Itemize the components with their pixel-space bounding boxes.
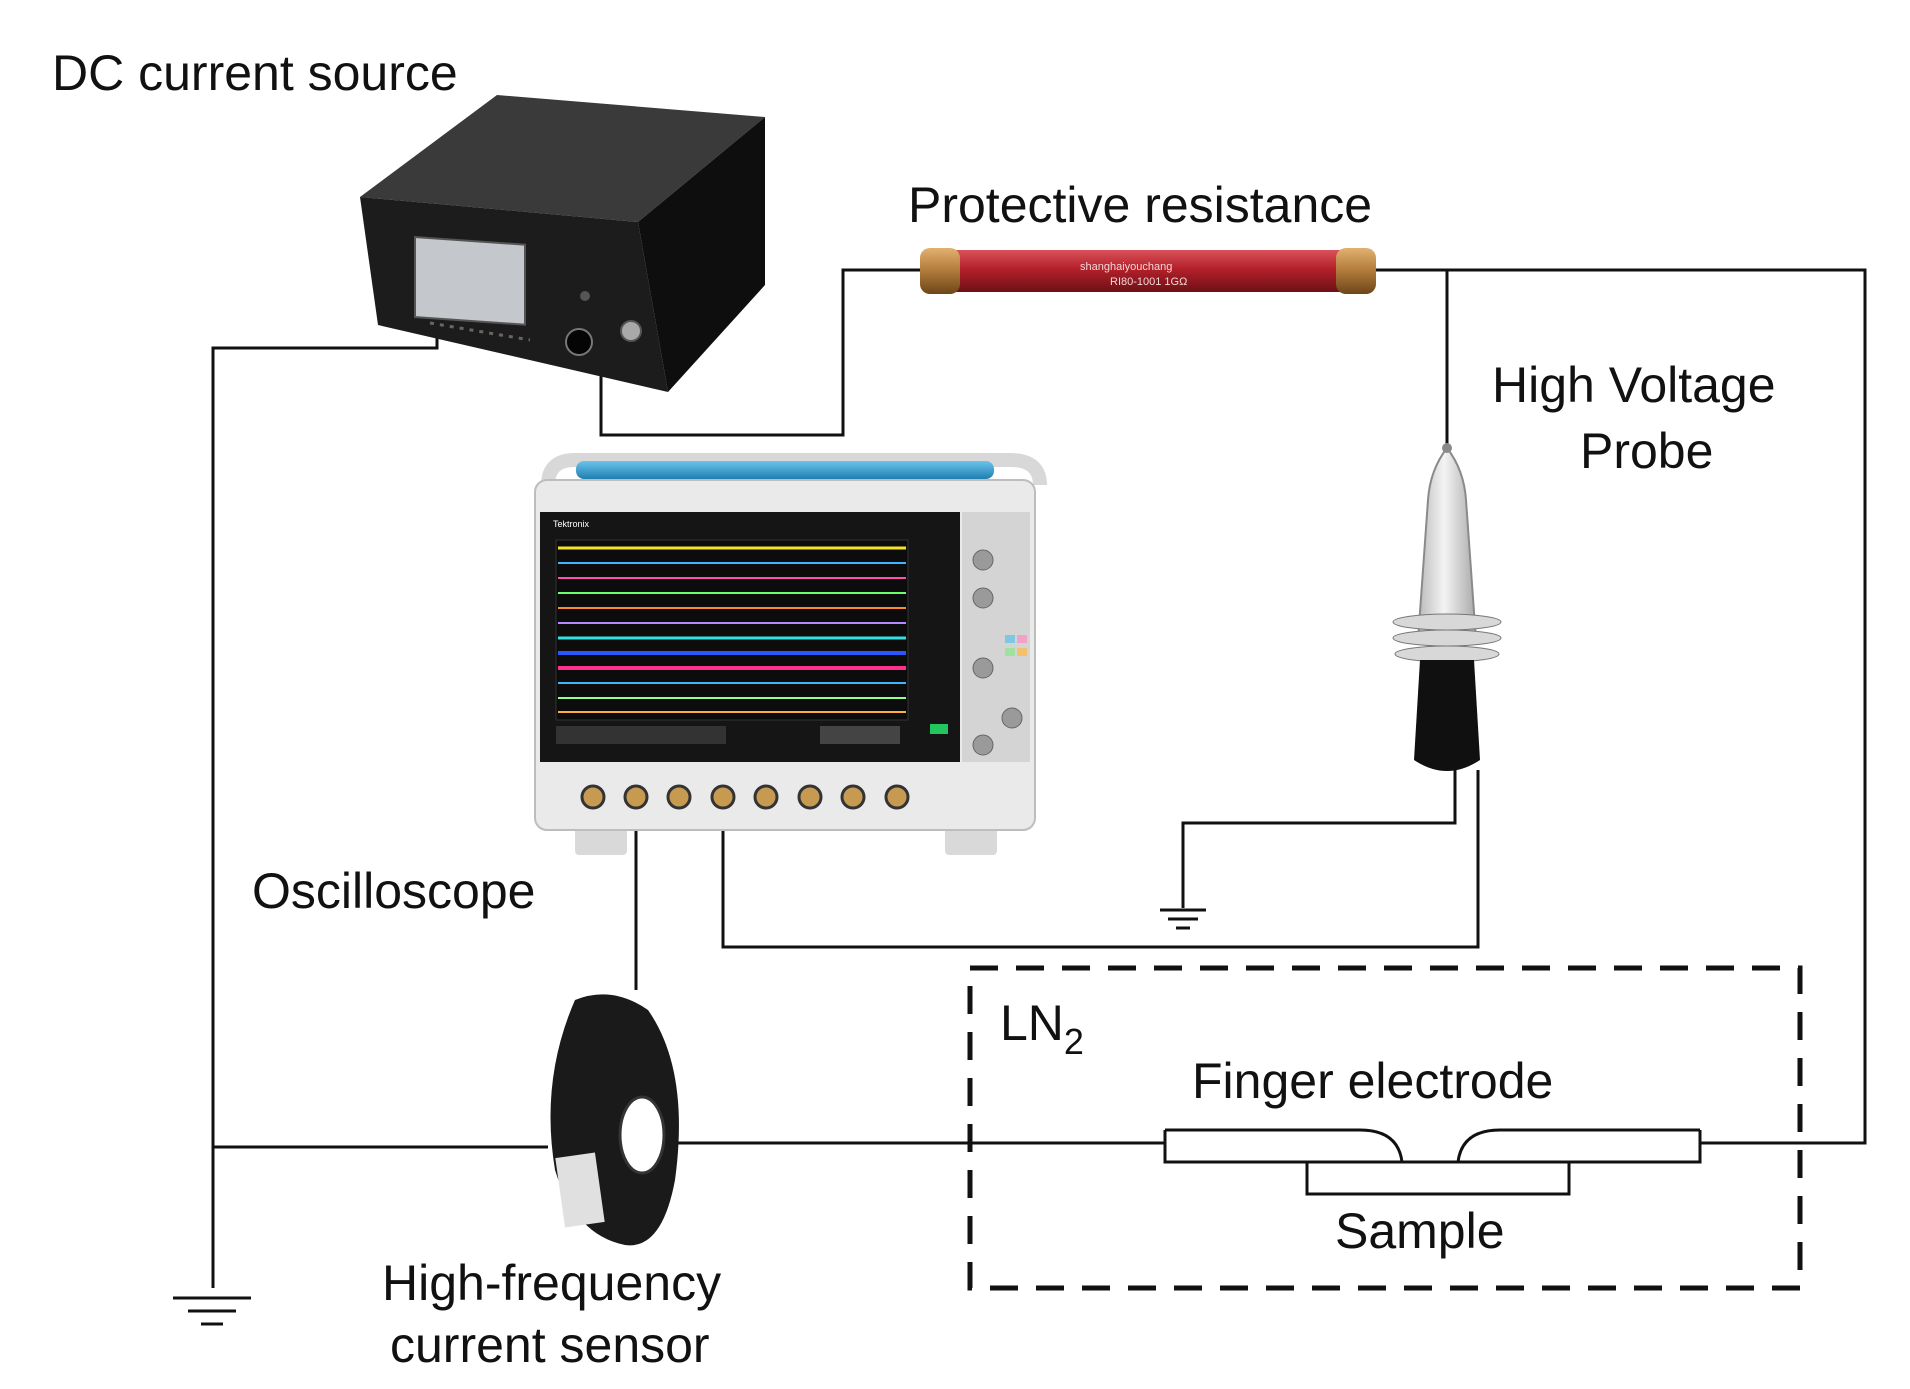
wire-resistor-to-electrode — [1375, 268, 1867, 1145]
oscilloscope-channel-inputs — [580, 784, 910, 810]
label-finger-electrode: Finger electrode — [1192, 1053, 1553, 1109]
ground-symbol-probe — [1160, 908, 1206, 930]
scope-knob-4 — [1001, 707, 1023, 729]
oscilloscope-handle — [576, 461, 994, 479]
protective-resistor: shanghaiyouchang RI80-1001 1GΩ — [920, 248, 1376, 294]
svg-text:shanghaiyouchang: shanghaiyouchang — [1080, 261, 1172, 273]
wire-dc-to-resistor — [599, 268, 925, 437]
finger-electrode — [1163, 1128, 1702, 1164]
scope-knob-2 — [972, 587, 994, 609]
ln2-bath-boundary — [967, 965, 1803, 1291]
channel-3-input — [666, 784, 692, 810]
label-hf-sensor-line2: current sensor — [390, 1317, 710, 1373]
ground-symbol-left — [173, 1296, 251, 1326]
label-ln2: LN2 — [1000, 995, 1084, 1062]
label-high-voltage-probe-line1: High Voltage — [1492, 357, 1776, 413]
label-dc-current-source: DC current source — [52, 45, 458, 101]
channel-7-input — [840, 784, 866, 810]
channel-6-input — [797, 784, 823, 810]
channel-1-input — [580, 784, 606, 810]
channel-5-input — [753, 784, 779, 810]
oscilloscope-traces — [558, 546, 906, 713]
channel-8-input — [884, 784, 910, 810]
label-oscilloscope: Oscilloscope — [252, 863, 535, 919]
wire-probe-ground — [1181, 770, 1457, 908]
label-protective-resistance: Protective resistance — [908, 177, 1372, 233]
oscilloscope: Tektronix — [534, 453, 1047, 855]
high-frequency-current-sensor — [550, 994, 679, 1246]
label-ln2-main: LN — [1000, 995, 1064, 1051]
wire-dc-to-ground — [211, 318, 439, 1288]
label-sample: Sample — [1335, 1203, 1505, 1259]
wire-probe-to-scope — [721, 770, 1480, 949]
sample-block — [1305, 1160, 1571, 1196]
svg-text:RI80-1001 1GΩ: RI80-1001 1GΩ — [1110, 276, 1187, 288]
dc-source-output-terminal — [620, 320, 642, 342]
scope-knob-1 — [972, 549, 994, 571]
scope-knob-3 — [972, 657, 994, 679]
high-voltage-probe — [1392, 443, 1502, 771]
dc-source-screen — [414, 235, 526, 326]
channel-2-input — [623, 784, 649, 810]
dc-source-knob — [565, 328, 593, 356]
channel-4-input — [710, 784, 736, 810]
label-ln2-subscript: 2 — [1064, 1021, 1084, 1062]
oscilloscope-brand: Tektronix — [553, 519, 590, 529]
dc-current-source — [360, 95, 765, 392]
wiring — [211, 268, 1867, 1288]
label-hf-sensor-line1: High-frequency — [382, 1255, 721, 1311]
scope-knob-5 — [972, 734, 994, 756]
label-high-voltage-probe-line2: Probe — [1580, 423, 1713, 479]
